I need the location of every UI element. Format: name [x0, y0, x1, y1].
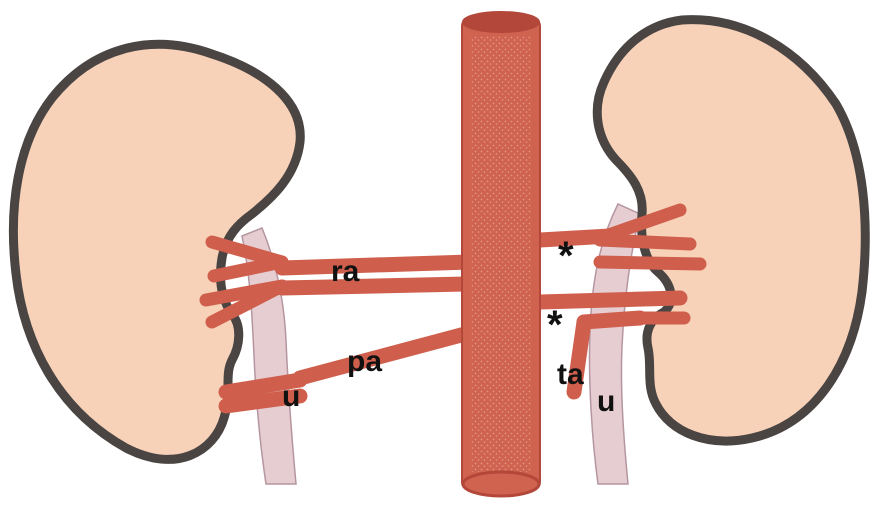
label-right-ureter: u	[597, 387, 615, 417]
star-upper-renal-artery: *	[558, 236, 574, 276]
label-polar-artery: pa	[347, 347, 382, 377]
right-lower-renal-artery	[540, 298, 680, 302]
left-renal-artery	[282, 262, 470, 268]
aorta-top-opening	[463, 12, 539, 32]
left-renal-artery-lower-trunk	[282, 284, 466, 288]
star-lower-renal-artery: *	[547, 305, 563, 345]
label-third-artery: ta	[557, 360, 584, 390]
label-renal-artery: ra	[331, 257, 359, 287]
right-accessory-artery-origin	[584, 318, 640, 322]
aorta-bottom-opening	[463, 472, 539, 496]
aorta-texture	[470, 36, 532, 472]
left-polar-artery	[300, 330, 480, 378]
label-left-ureter: u	[282, 382, 300, 412]
